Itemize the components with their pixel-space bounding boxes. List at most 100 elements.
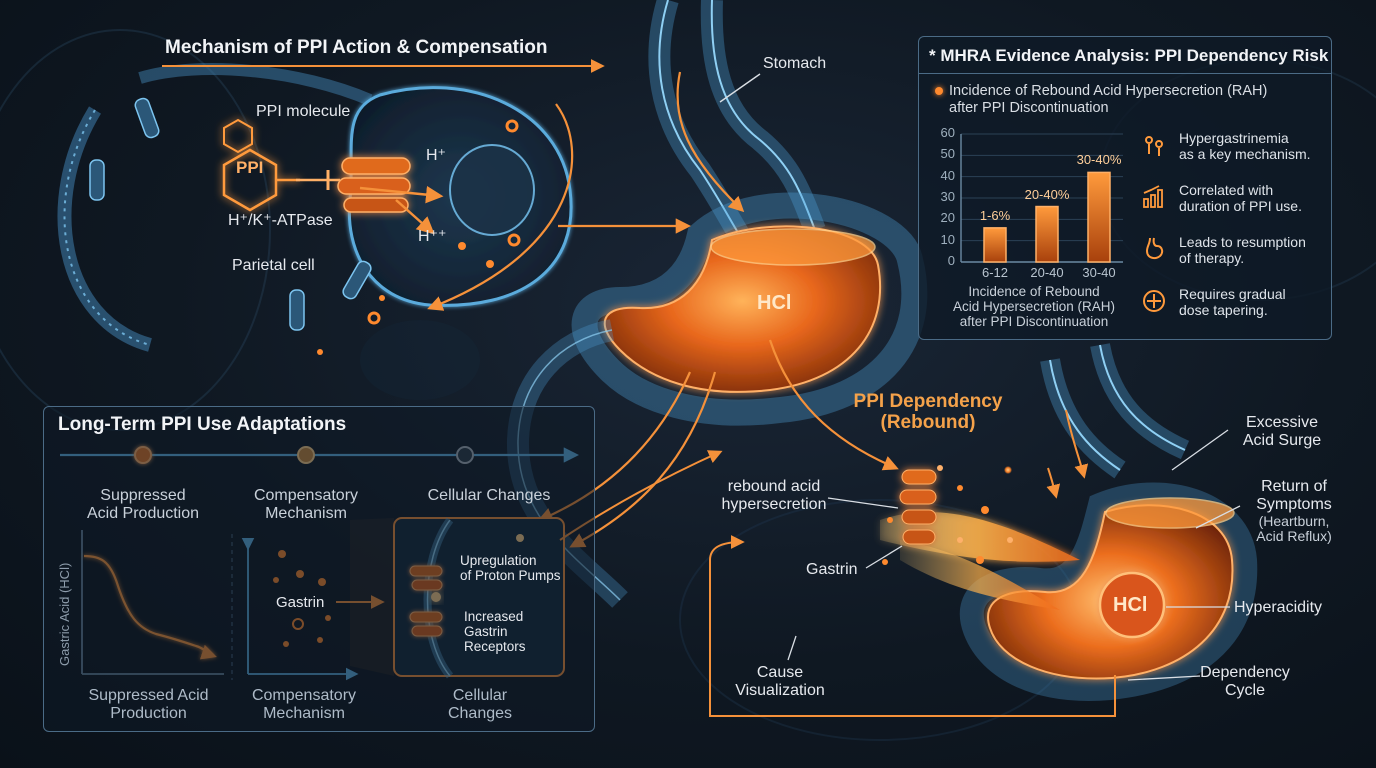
cause-label: Cause Visualization bbox=[725, 664, 835, 700]
adaptations-title: Long-Term PPI Use Adaptations bbox=[58, 414, 347, 435]
chart-bar bbox=[1035, 205, 1059, 263]
stomach-hcl-label: HCl bbox=[757, 292, 792, 314]
upregulation-label: Upregulation of Proton Pumps bbox=[460, 553, 561, 583]
chart-y-tick: 0 bbox=[947, 253, 955, 268]
rebound-stomach-illustration bbox=[709, 343, 1258, 717]
hormone-icon bbox=[1145, 136, 1163, 156]
stage-2-line2: Mechanism bbox=[265, 504, 347, 522]
caption-compensatory-line1: Compensatory bbox=[251, 687, 357, 704]
adaptations-panel bbox=[43, 406, 595, 732]
fact-4-line2: dose tapering. bbox=[1179, 301, 1268, 318]
central-stomach-illustration bbox=[427, 0, 928, 608]
h-plus-plus-label: H⁺⁺ bbox=[418, 228, 447, 245]
caption-suppressed-line2: Production bbox=[110, 704, 187, 722]
fact-2-line2: duration of PPI use. bbox=[1179, 197, 1302, 214]
mhra-evidence-panel: * MHRA Evidence Analysis: PPI Dependency… bbox=[918, 36, 1332, 340]
dependency-gastrin-label: Gastrin bbox=[806, 561, 858, 578]
fact-1-line2: as a key mechanism. bbox=[1179, 145, 1311, 162]
caption-cellular-line1: Cellular bbox=[452, 687, 508, 704]
chart-y-tick: 10 bbox=[940, 231, 955, 247]
ppi-badge: PPI bbox=[236, 158, 264, 177]
symptoms-line4: Acid Reflux) bbox=[1256, 528, 1332, 545]
fact-3: Leads to resumption of therapy. bbox=[1179, 234, 1306, 266]
stage-2-label: Compensatory Mechanism bbox=[236, 487, 376, 523]
receptors-line3: Receptors bbox=[464, 639, 526, 655]
cycle-line1: Dependency bbox=[1200, 664, 1290, 681]
cycle-line2: Cycle bbox=[1224, 681, 1265, 699]
chart-x-tick: 30-40 bbox=[1082, 265, 1116, 280]
dependency-title-line2: (Rebound) bbox=[880, 412, 976, 434]
chart-data-label: 1-6% bbox=[979, 207, 1011, 223]
chart-x-tick: 20-40 bbox=[1030, 265, 1064, 280]
fact-1: Hypergastrinemia as a key mechanism. bbox=[1179, 130, 1311, 162]
rebound-line1: rebound acid bbox=[727, 478, 821, 495]
mhra-title: * MHRA Evidence Analysis: PPI Dependency… bbox=[929, 46, 1329, 65]
dependency-title: PPI Dependency (Rebound) bbox=[838, 391, 1018, 434]
chart-y-tick: 20 bbox=[940, 210, 955, 226]
bar-trend-icon bbox=[1143, 185, 1163, 208]
fact-2: Correlated with duration of PPI use. bbox=[1179, 182, 1302, 214]
symptoms-label: Return of Symptoms (Heartburn, Acid Refl… bbox=[1236, 478, 1352, 545]
symptoms-line2: Symptoms bbox=[1256, 495, 1332, 513]
stage-1-label: Suppressed Acid Production bbox=[78, 487, 208, 523]
chart-x-caption-line1: Incidence of Rebound bbox=[968, 284, 1100, 299]
chart-data-label: 30-40% bbox=[1076, 152, 1122, 168]
stage-3-label: Cellular Changes bbox=[427, 487, 551, 504]
cause-line2: Visualization bbox=[735, 681, 825, 699]
cycle-label: Dependency Cycle bbox=[1190, 664, 1300, 700]
surge-line1: Excessive bbox=[1245, 414, 1319, 431]
receptors-line2: Gastrin bbox=[464, 624, 508, 640]
caption-compensatory-line2: Mechanism bbox=[263, 704, 345, 722]
upregulation-line2: of Proton Pumps bbox=[460, 568, 561, 584]
hyperacidity-label: Hyperacidity bbox=[1234, 599, 1323, 616]
parietal-cell-label: Parietal cell bbox=[232, 257, 315, 274]
dependency-title-line1: PPI Dependency bbox=[853, 391, 1003, 412]
chart-data-label: 20-40% bbox=[1024, 186, 1070, 202]
gastric-acid-axis-label: Gastric Acid (HCl) bbox=[57, 562, 72, 666]
symptoms-line1: Return of bbox=[1261, 478, 1327, 495]
chart-bar bbox=[983, 227, 1007, 263]
rebound-label: rebound acid hypersecretion bbox=[706, 478, 842, 514]
stomach-icon bbox=[1145, 237, 1164, 260]
dose-dial-icon bbox=[1143, 290, 1165, 312]
ppi-molecule-label: PPI molecule bbox=[256, 103, 351, 120]
cause-line1: Cause bbox=[756, 664, 804, 681]
mhra-subtitle-line2: after PPI Discontinuation bbox=[949, 100, 1109, 116]
chart-y-tick: 60 bbox=[940, 125, 955, 140]
caption-compensatory: Compensatory Mechanism bbox=[236, 687, 372, 723]
rebound-hcl-label: HCl bbox=[1113, 594, 1148, 616]
mhra-subtitle-line1: Incidence of Rebound Acid Hypersecretion… bbox=[949, 83, 1268, 99]
pump-label: H⁺/K⁺-ATPase bbox=[228, 212, 333, 229]
caption-cellular: Cellular Changes bbox=[420, 687, 540, 723]
stomach-label: Stomach bbox=[763, 55, 827, 72]
chart-x-caption-line2: Acid Hypersecretion (RAH) bbox=[952, 299, 1116, 315]
fact-2-line1: Correlated with bbox=[1179, 182, 1274, 198]
fact-3-line2: of therapy. bbox=[1179, 249, 1245, 266]
caption-suppressed-line1: Suppressed Acid bbox=[88, 687, 209, 704]
chart-y-tick: 30 bbox=[940, 189, 955, 204]
upregulation-line1: Upregulation bbox=[460, 553, 537, 568]
surge-label: Excessive Acid Surge bbox=[1222, 414, 1342, 450]
fact-1-line1: Hypergastrinemia bbox=[1179, 130, 1289, 146]
chart-x-caption: Incidence of Rebound Acid Hypersecretion… bbox=[929, 284, 1139, 329]
mechanism-title: Mechanism of PPI Action & Compensation bbox=[165, 37, 548, 58]
rebound-line2: hypersecretion bbox=[721, 495, 827, 513]
chart-y-tick: 50 bbox=[940, 146, 955, 162]
fact-4: Requires gradual dose tapering. bbox=[1179, 286, 1286, 318]
caption-cellular-line2: Changes bbox=[447, 704, 513, 722]
h-plus-label: H⁺ bbox=[426, 147, 446, 164]
parietal-cell-illustration bbox=[57, 63, 573, 355]
fact-4-line1: Requires gradual bbox=[1179, 286, 1286, 302]
stage-2-line1: Compensatory bbox=[253, 487, 359, 504]
chart-x-tick: 6-12 bbox=[981, 265, 1009, 280]
bullet-icon bbox=[935, 87, 943, 95]
receptors-line1: Increased bbox=[464, 609, 524, 624]
chart-y-tick: 40 bbox=[940, 167, 955, 183]
receptors-label: Increased Gastrin Receptors bbox=[464, 609, 526, 654]
fact-3-line1: Leads to resumption bbox=[1179, 234, 1306, 250]
stage-1-line2: Acid Production bbox=[86, 504, 200, 522]
rah-bar-chart bbox=[960, 133, 1123, 263]
caption-suppressed: Suppressed Acid Production bbox=[76, 687, 221, 723]
symptoms-line3: (Heartburn, bbox=[1258, 512, 1330, 529]
gastrin-label: Gastrin bbox=[276, 594, 325, 611]
